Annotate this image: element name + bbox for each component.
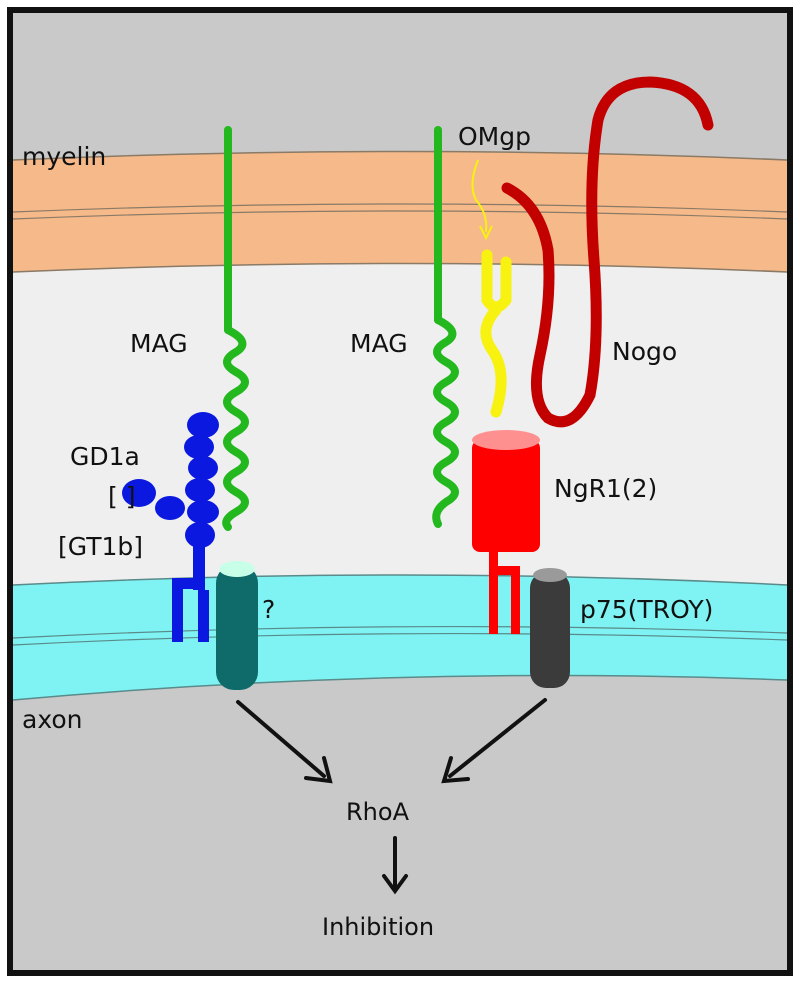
mag-right-label: MAG <box>350 329 408 358</box>
ngr1-receptor <box>472 430 540 634</box>
unknown-receptor-label: ? <box>262 595 275 624</box>
mag-left-protein <box>222 126 249 531</box>
p75-label: p75(TROY) <box>580 595 713 624</box>
gt1b-label: [GT1b] <box>58 532 143 561</box>
omgp-label: OMgp <box>458 122 531 151</box>
myelin-label: myelin <box>22 142 106 171</box>
mag-right-protein <box>432 126 459 528</box>
omgp-pointer-arrow <box>471 159 493 241</box>
ganglioside-gd1a-gt1b <box>122 412 219 642</box>
unknown-receptor <box>216 561 258 690</box>
p75-troy-receptor <box>530 568 570 688</box>
rhoa-label: RhoA <box>346 798 410 826</box>
ngr1-label: NgR1(2) <box>554 474 657 503</box>
inhibition-label: Inhibition <box>322 913 434 941</box>
nogo-protein <box>501 76 714 428</box>
signaling-arrows <box>236 698 547 895</box>
axon-label: axon <box>22 705 83 734</box>
omgp-protein <box>480 249 512 418</box>
nogo-label: Nogo <box>612 337 677 366</box>
myelin-membrane <box>12 150 788 273</box>
extracellular-space <box>13 262 787 602</box>
bracket-label: [ ] <box>108 482 135 511</box>
mag-left-label: MAG <box>130 329 188 358</box>
gd1a-label: GD1a <box>70 442 140 471</box>
